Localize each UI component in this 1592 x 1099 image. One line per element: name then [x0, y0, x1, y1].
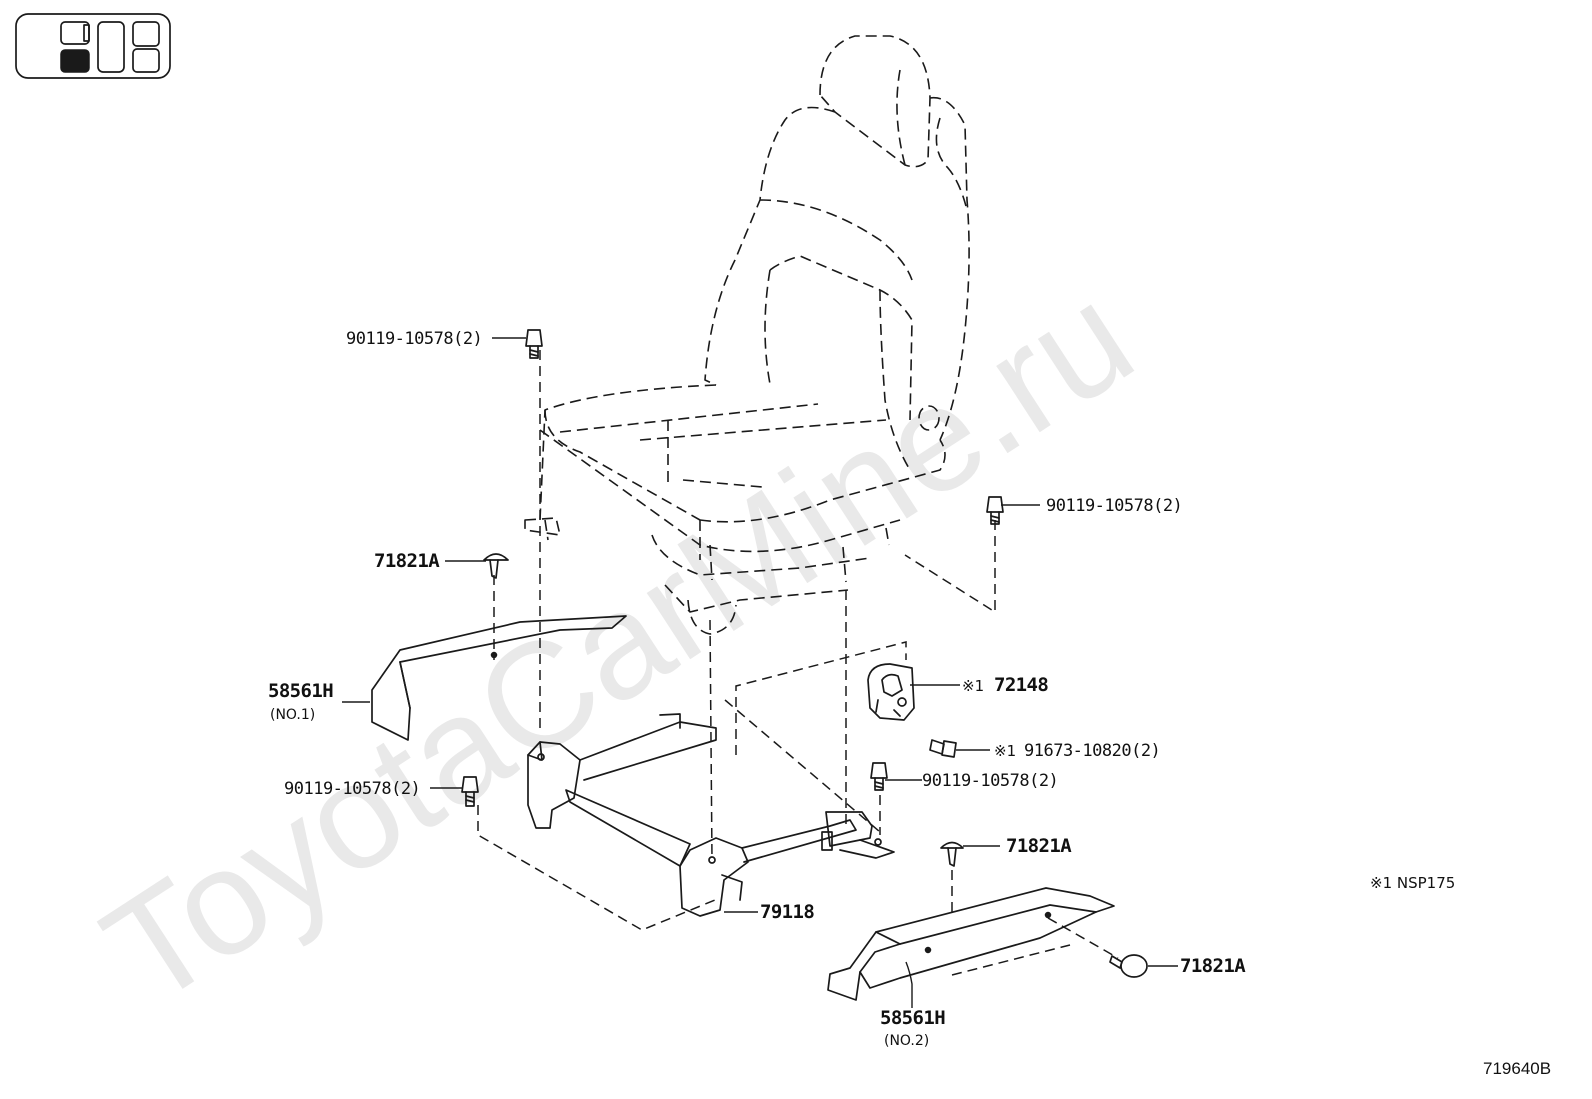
label-bolt-mid-right: 90119-10578(2) [922, 771, 1058, 791]
bolt-icon [461, 776, 479, 807]
label-bolt-top-left: 90119-10578(2) [346, 329, 482, 349]
clip-icon [483, 553, 509, 579]
label-bracket: 72148 [994, 674, 1048, 696]
seat-position-indicator-icon [15, 13, 171, 79]
diagram-code: 719640B [1483, 1059, 1551, 1078]
bolt-icon [986, 496, 1004, 525]
label-bolt-bracket-mark: ※1 [994, 742, 1016, 760]
label-cover-right: 58561H [880, 1007, 945, 1029]
label-bolt-bracket: 91673-10820(2) [1024, 741, 1160, 761]
label-cover-left: 58561H [268, 680, 333, 702]
seat-assembly-outline [524, 35, 970, 635]
label-bracket-mark: ※1 [962, 677, 984, 695]
label-frame: 79118 [760, 901, 814, 923]
seat-rail-cover-no1 [371, 615, 627, 741]
label-clip-right-top: 71821A [1006, 835, 1072, 857]
label-bolt-bottom-left: 90119-10578(2) [284, 779, 420, 799]
label-bolt-right: 90119-10578(2) [1046, 496, 1182, 516]
seat-frame-79118 [527, 713, 895, 917]
label-cover-left-sub: (NO.1) [270, 707, 315, 723]
seat-rail-cover-no2 [827, 887, 1115, 1001]
label-clip-left: 71821A [374, 550, 440, 572]
footnote: ※1 NSP175 [1370, 874, 1455, 892]
seat-bracket-72148 [867, 663, 915, 721]
bolt-icon [929, 739, 957, 758]
assembly-guide-lines [477, 350, 1119, 976]
clip-icon [940, 841, 964, 867]
label-clip-right-bottom: 71821A [1180, 955, 1246, 977]
leader-lines [342, 337, 1178, 1008]
clip-icon [1109, 954, 1148, 978]
bolt-icon [525, 329, 543, 359]
bolt-icon [870, 762, 888, 791]
label-cover-right-sub: (NO.2) [884, 1033, 929, 1049]
